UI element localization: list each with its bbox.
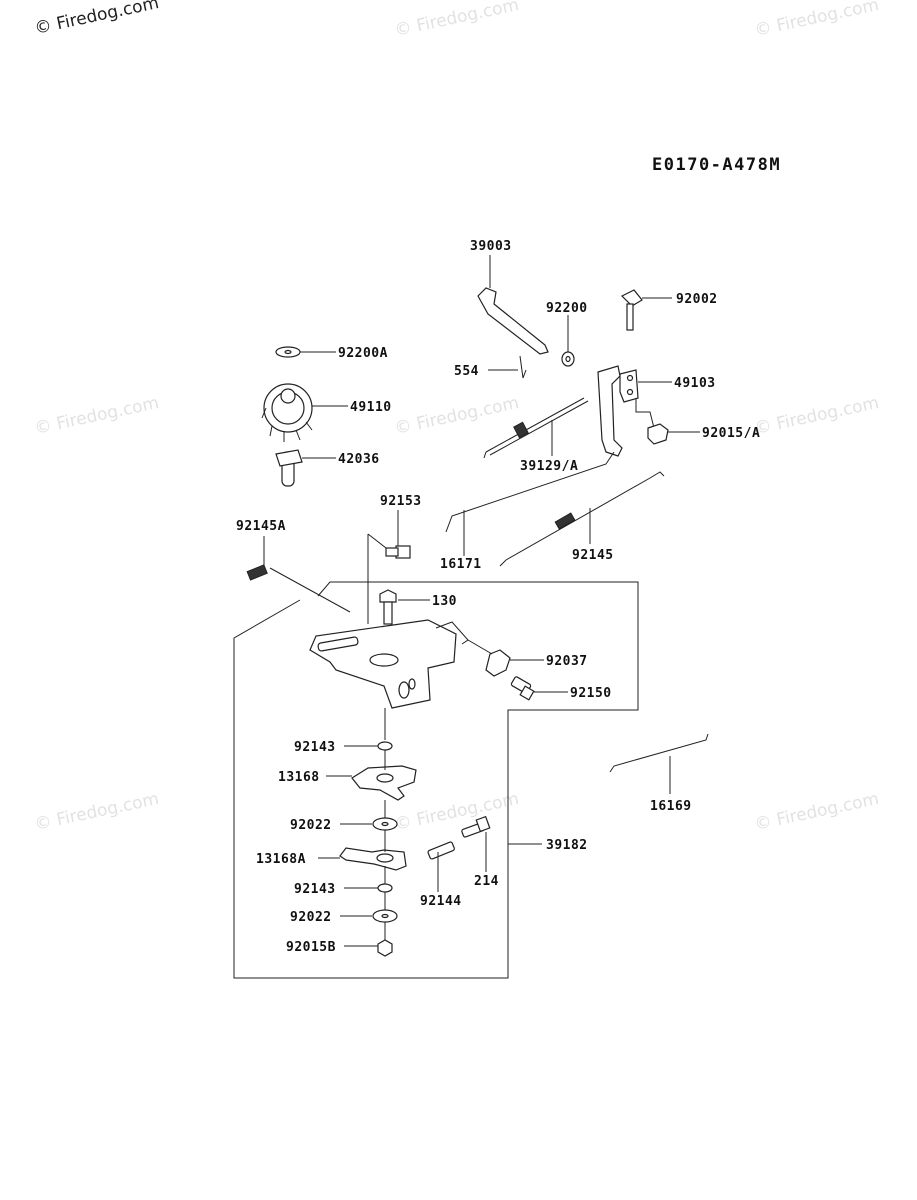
diagram-code: E0170-A478M xyxy=(652,155,781,175)
watermark: © Firedog.com xyxy=(33,393,161,439)
part-16169-rod xyxy=(609,733,709,794)
label-554: 554 xyxy=(454,364,479,379)
part-42036-shaft xyxy=(275,449,336,487)
watermark: © Firedog.com xyxy=(33,789,161,835)
part-92145A-spring xyxy=(246,536,351,613)
label-92150: 92150 xyxy=(570,686,612,701)
watermark: © Firedog.com xyxy=(393,393,521,439)
watermark: © Firedog.com xyxy=(753,789,881,835)
label-13168A: 13168A xyxy=(256,852,306,867)
part-92145-spring-rod xyxy=(499,471,665,567)
part-554-pin xyxy=(488,355,527,379)
label-92015B: 92015B xyxy=(286,940,336,955)
part-92015B-nut xyxy=(344,939,393,957)
label-92153: 92153 xyxy=(380,494,422,509)
label-39003: 39003 xyxy=(470,239,512,254)
label-39182: 39182 xyxy=(546,838,588,853)
label-49110: 49110 xyxy=(350,400,392,415)
part-92144-spring xyxy=(427,841,455,892)
part-92200-washer xyxy=(561,315,575,367)
part-92002-bolt xyxy=(620,289,672,331)
label-92015A: 92015/A xyxy=(702,426,760,441)
part-49103-bracket xyxy=(597,365,672,457)
label-16171: 16171 xyxy=(440,557,482,572)
part-92143-washer-lower xyxy=(344,883,393,893)
part-13168A-lever xyxy=(318,847,407,871)
part-214-screw xyxy=(461,815,491,872)
label-42036: 42036 xyxy=(338,452,380,467)
part-39003-lever xyxy=(477,255,549,355)
part-92037-spring-clip xyxy=(467,639,544,677)
label-92145A: 92145A xyxy=(236,519,286,534)
watermark: © Firedog.com xyxy=(393,0,521,41)
label-92200A: 92200A xyxy=(338,346,388,361)
part-16171-rod xyxy=(445,451,615,556)
label-92144: 92144 xyxy=(420,894,462,909)
part-92200A-washer xyxy=(275,346,336,358)
label-13168: 13168 xyxy=(278,770,320,785)
watermark-top-left: © Firedog.com xyxy=(33,0,161,39)
label-214: 214 xyxy=(474,874,499,889)
label-130: 130 xyxy=(432,594,457,609)
label-92200: 92200 xyxy=(546,301,588,316)
label-16169: 16169 xyxy=(650,799,692,814)
watermark: © Firedog.com xyxy=(753,0,881,41)
label-92022-lower: 92022 xyxy=(290,910,332,925)
part-92022-washer-upper xyxy=(340,817,398,831)
label-92143-upper: 92143 xyxy=(294,740,336,755)
part-plate xyxy=(309,619,469,709)
part-92153-bolt xyxy=(367,510,411,624)
watermark: © Firedog.com xyxy=(393,789,521,835)
label-39129A: 39129/A xyxy=(520,459,578,474)
part-130-screw xyxy=(379,589,430,625)
assembly-outline xyxy=(233,581,639,979)
label-49103: 49103 xyxy=(674,376,716,391)
label-92022-upper: 92022 xyxy=(290,818,332,833)
part-92143-washer-upper xyxy=(344,741,393,751)
part-39129A-rod xyxy=(483,397,589,459)
part-92015A-nut xyxy=(647,423,700,445)
part-13168-lever xyxy=(326,765,417,801)
watermark: © Firedog.com xyxy=(753,393,881,439)
label-92143-lower: 92143 xyxy=(294,882,336,897)
label-92037: 92037 xyxy=(546,654,588,669)
part-92022-washer-lower xyxy=(340,909,398,923)
part-92150-bolt xyxy=(510,676,568,701)
label-92002: 92002 xyxy=(676,292,718,307)
part-49110-gear xyxy=(261,383,348,442)
label-92145: 92145 xyxy=(572,548,614,563)
